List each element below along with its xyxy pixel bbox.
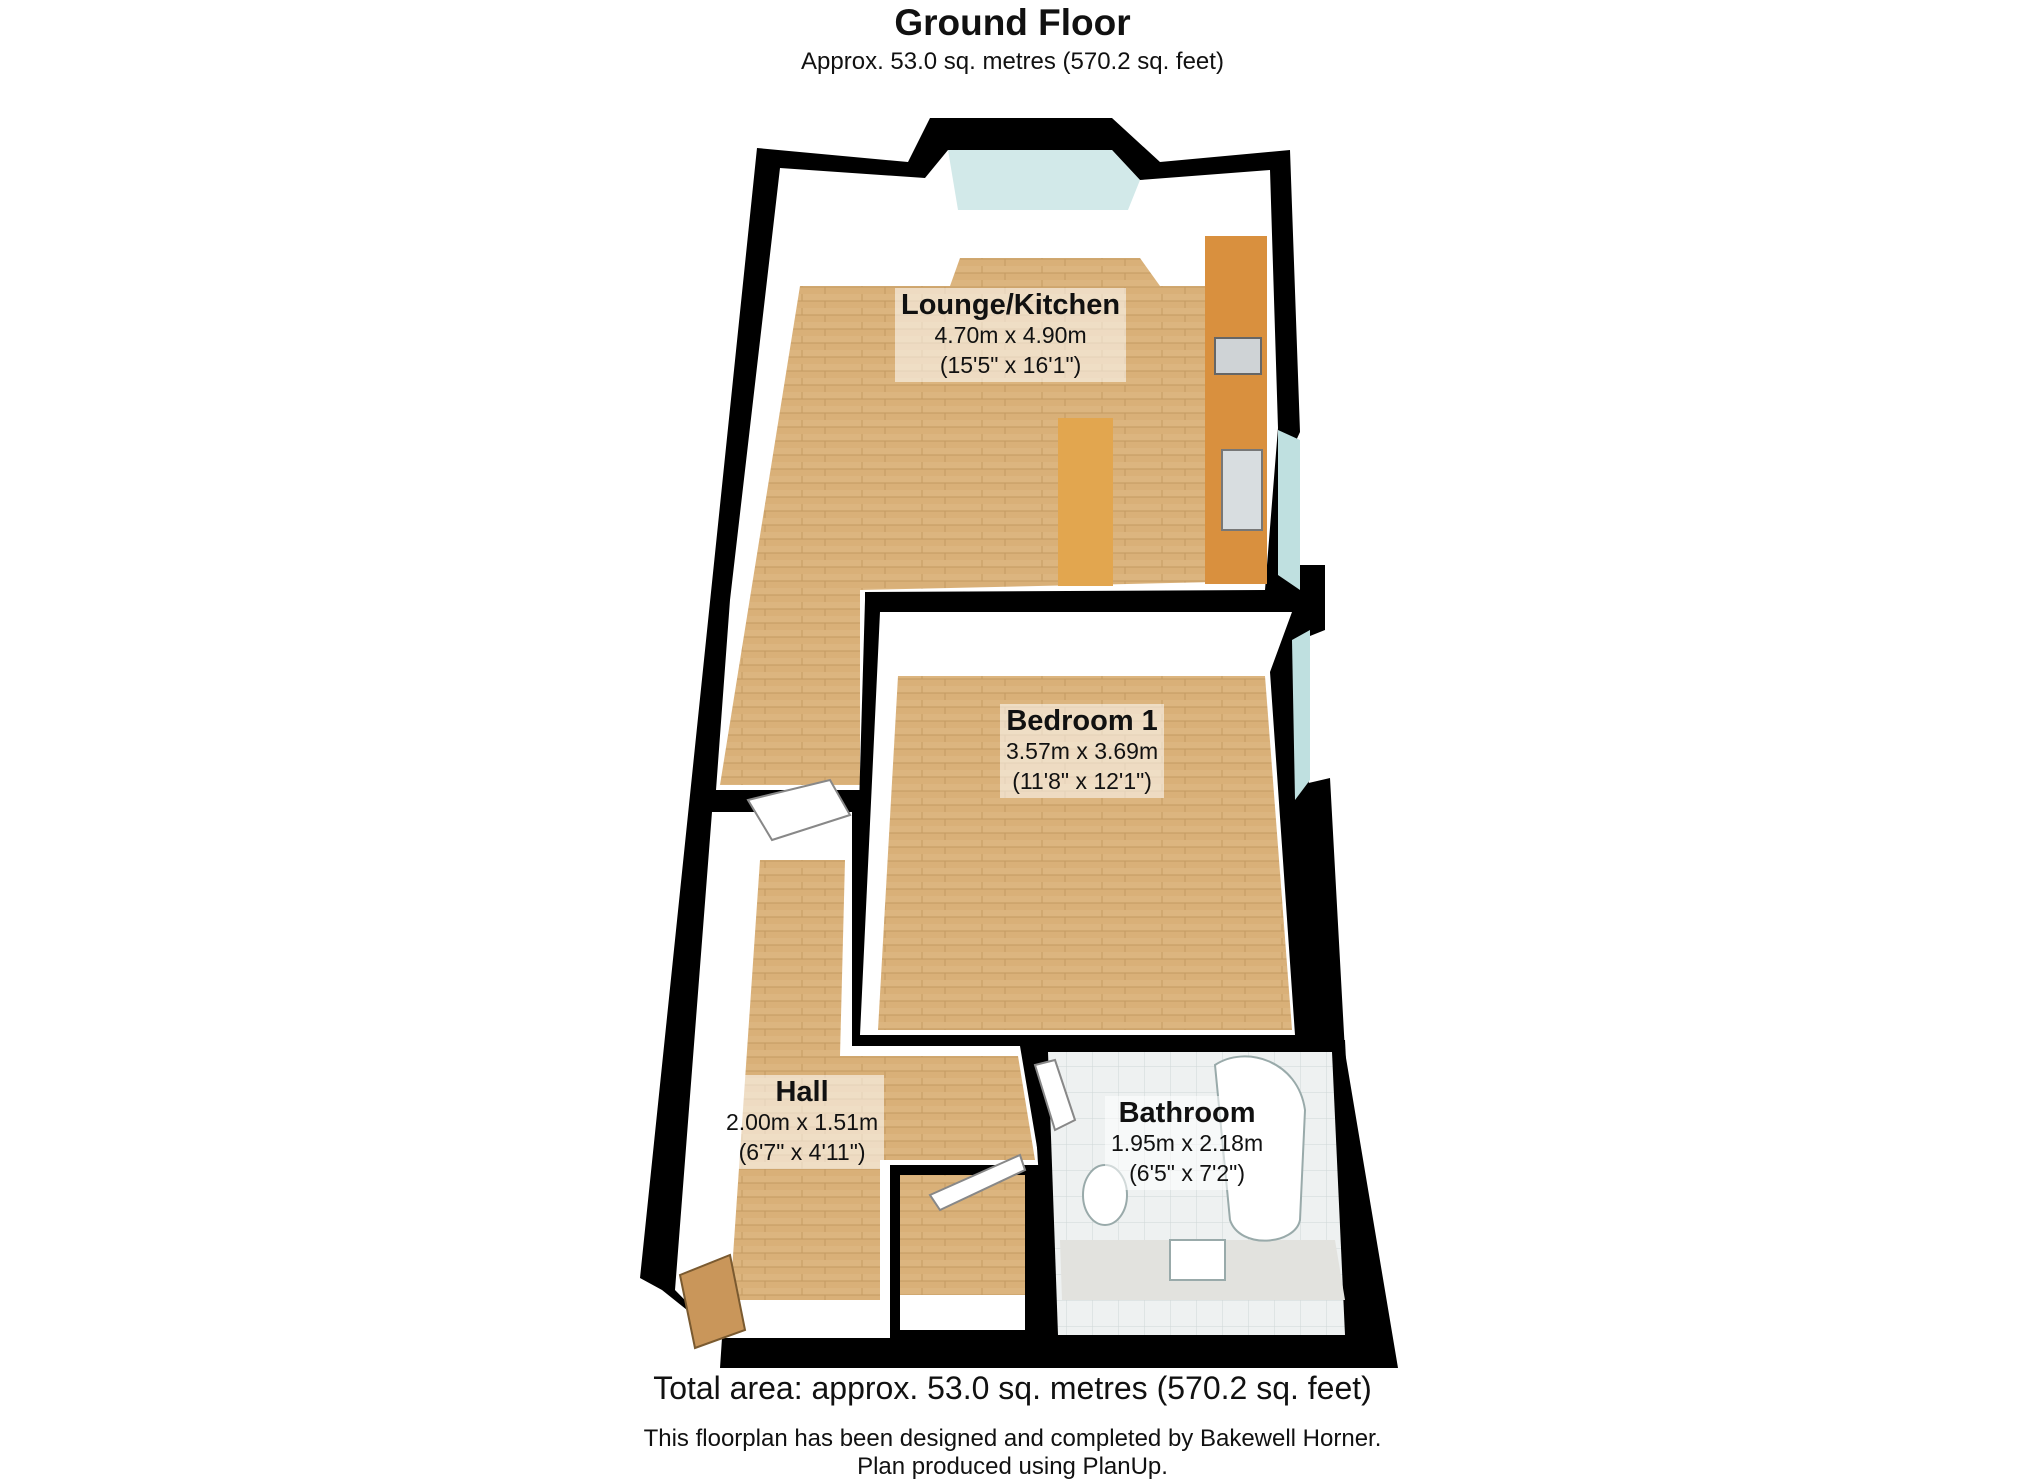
- bedroom-name: Bedroom 1: [1006, 705, 1158, 737]
- floorplan-title: Ground Floor: [894, 2, 1131, 43]
- floorplan-area-subtitle: Approx. 53.0 sq. metres (570.2 sq. feet): [801, 48, 1224, 75]
- bedroom-metric: 3.57m x 3.69m: [1006, 738, 1159, 764]
- bathroom-name: Bathroom: [1118, 1097, 1256, 1129]
- sink-icon: [1221, 449, 1263, 531]
- hall-name: Hall: [775, 1076, 829, 1108]
- lounge-floor: [720, 258, 1215, 785]
- bathroom-imperial: (6'5" x 7'2"): [1129, 1160, 1246, 1186]
- credit-text: This floorplan has been designed and com…: [0, 1425, 2025, 1481]
- kitchen-window: [1278, 430, 1300, 590]
- kitchen-counter: [1205, 236, 1267, 584]
- bathroom-label: Bathroom 1.95m x 2.18m (6'5" x 7'2"): [1105, 1096, 1270, 1190]
- hob-icon: [1214, 337, 1262, 375]
- lounge-kitchen-name: Lounge/Kitchen: [901, 289, 1121, 321]
- bathroom-room: [1030, 1040, 1360, 1348]
- total-area-text: Total area: approx. 53.0 sq. metres (570…: [653, 1370, 1372, 1406]
- hall-label: Hall 2.00m x 1.51m (6'7" x 4'11"): [720, 1075, 885, 1169]
- front-door-icon: [678, 1253, 747, 1350]
- hall-metric: 2.00m x 1.51m: [726, 1109, 879, 1135]
- bedroom-label: Bedroom 1 3.57m x 3.69m (11'8" x 12'1"): [1000, 704, 1165, 798]
- bathroom-metric: 1.95m x 2.18m: [1111, 1130, 1264, 1156]
- basin-icon: [1169, 1239, 1226, 1281]
- bedroom-imperial: (11'8" x 12'1"): [1012, 768, 1152, 794]
- lounge-kitchen-imperial: (15'5" x 16'1"): [939, 352, 1082, 378]
- hall-imperial: (6'7" x 4'11"): [738, 1139, 866, 1165]
- cupboard-door-icon: [928, 1153, 1027, 1212]
- bay-window: [948, 150, 1140, 210]
- bedroom-room: [852, 600, 1310, 1046]
- lounge-kitchen-room: [716, 150, 1300, 790]
- bathroom-door-icon: [1033, 1058, 1077, 1132]
- lounge-kitchen-metric: 4.70m x 4.90m: [934, 322, 1087, 348]
- credit-line-2: Plan produced using PlanUp.: [857, 1453, 1168, 1480]
- bedroom-window: [1292, 630, 1310, 800]
- cupboard-wall-face: [900, 1295, 1025, 1330]
- bedroom-floor: [878, 676, 1292, 1030]
- credit-line-1: This floorplan has been designed and com…: [643, 1425, 1382, 1452]
- breakfast-bar: [1058, 418, 1113, 586]
- lounge-kitchen-label: Lounge/Kitchen 4.70m x 4.90m (15'5" x 16…: [895, 288, 1127, 382]
- radiator-icon: [746, 778, 852, 842]
